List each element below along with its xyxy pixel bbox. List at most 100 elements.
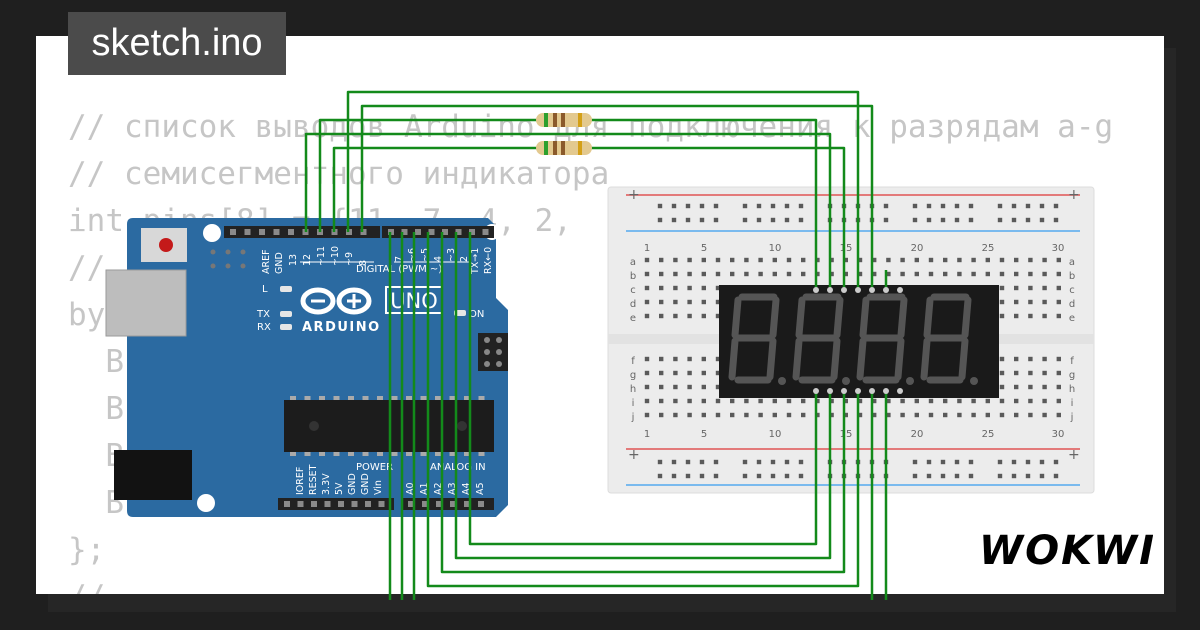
- wire: [318, 118, 540, 232]
- segment: [830, 337, 841, 381]
- segment: [923, 296, 934, 339]
- power-pin-label: GND: [360, 473, 371, 495]
- column-number: 1: [644, 429, 650, 440]
- row-letter: j: [631, 412, 635, 423]
- power-pin-label: 5V: [334, 482, 345, 495]
- led-l-label: L: [262, 284, 268, 295]
- row-letter: c: [630, 285, 636, 296]
- digital-label: DIGITAL (PWM ~): [356, 264, 442, 275]
- sketch-title[interactable]: sketch.ino: [68, 12, 286, 75]
- row-letter: e: [630, 313, 636, 324]
- segment: [894, 337, 905, 381]
- column-number: 20: [911, 429, 924, 440]
- column-number: 5: [701, 243, 707, 254]
- analog-pin-label: A3: [447, 482, 458, 495]
- row-letter: g: [630, 370, 636, 381]
- wires: [304, 90, 888, 600]
- row-letter: f: [1070, 356, 1074, 367]
- wokwi-logo-text: WOKWI: [979, 528, 1153, 574]
- display-digits: [728, 293, 978, 385]
- analog-pin-label: A5: [475, 482, 486, 495]
- segment: [958, 337, 969, 381]
- usb-port: [105, 269, 187, 337]
- wire: [588, 118, 818, 292]
- analog-label: ANALOG IN: [430, 462, 486, 473]
- row-letter: h: [1069, 384, 1075, 395]
- segment: [961, 296, 972, 339]
- power-label: POWER: [356, 462, 393, 473]
- led-rx: [280, 324, 292, 330]
- column-number: 5: [701, 429, 707, 440]
- analog-pin-label: A1: [419, 482, 430, 495]
- pin-label: 8: [358, 260, 369, 266]
- column-number: 25: [982, 429, 995, 440]
- row-letter: j: [1070, 412, 1074, 423]
- wire: [332, 146, 540, 232]
- segment: [766, 337, 777, 381]
- row-letter: g: [1069, 370, 1075, 381]
- decimal-point: [842, 377, 850, 385]
- row-letter: b: [630, 271, 636, 282]
- code-line: // семисегментного индикатора: [68, 156, 610, 192]
- wokwi-logo[interactable]: WOKWI: [975, 520, 1154, 580]
- analog-pin-label: A4: [461, 482, 472, 495]
- pin-label: 12: [302, 254, 313, 266]
- decimal-point: [970, 377, 978, 385]
- column-number: 20: [911, 243, 924, 254]
- segment: [728, 337, 739, 381]
- power-jack: [114, 450, 192, 500]
- power-pin-label: IOREF: [295, 467, 306, 495]
- row-letter: d: [630, 299, 636, 310]
- row-letter: b: [1069, 271, 1075, 282]
- column-number: 10: [769, 243, 782, 254]
- reset-button-cap[interactable]: [159, 238, 173, 252]
- row-letter: e: [1069, 313, 1075, 324]
- power-pin-label: 3.3V: [321, 473, 332, 495]
- code-line: };: [68, 532, 106, 568]
- led-on-label: ON: [469, 309, 484, 320]
- row-letter: i: [1071, 398, 1074, 409]
- column-number: 10: [769, 429, 782, 440]
- pin-label: ~9: [344, 252, 355, 266]
- power-pin-label: GND: [347, 473, 358, 495]
- icsp-header: [210, 249, 246, 269]
- wire: [588, 146, 846, 292]
- arduino-uno-board[interactable]: AREF GND 13 12 ~11 ~10 ~9 8 7 ~6 ~5 4 ~3…: [105, 218, 508, 517]
- power-pin-label: Vin: [373, 480, 384, 495]
- pin-label: 13: [288, 254, 299, 266]
- row-letter: f: [631, 356, 635, 367]
- segment: [731, 296, 742, 339]
- segment: [795, 296, 806, 339]
- arduino-logo: [300, 287, 372, 315]
- pin-label: RX←0: [483, 247, 494, 274]
- led-rx-label: RX: [257, 322, 271, 333]
- header-right: [382, 226, 494, 238]
- pin-label: AREF: [261, 249, 272, 274]
- row-letter: a: [1069, 257, 1075, 268]
- analog-pin-label: A2: [433, 482, 444, 495]
- row-letter: i: [632, 398, 635, 409]
- seven-segment-display[interactable]: [719, 285, 999, 398]
- pin-label: ~6: [407, 248, 418, 262]
- pin-label: ~3: [446, 248, 457, 262]
- led-l: [280, 286, 292, 292]
- wire: [440, 232, 846, 574]
- resistor[interactable]: [536, 113, 592, 127]
- column-number: 30: [1052, 429, 1065, 440]
- wire: [454, 232, 832, 560]
- column-number: 25: [982, 243, 995, 254]
- resistor[interactable]: [536, 141, 592, 155]
- segment: [792, 337, 803, 381]
- rail-plus-label: +: [628, 187, 640, 203]
- display-pins: [813, 287, 903, 394]
- arduino-brand: ARDUINO: [302, 320, 381, 335]
- wire: [426, 232, 860, 588]
- decimal-point: [778, 377, 786, 385]
- power-pin-label: RESET: [308, 464, 319, 495]
- pin-label: 7: [394, 256, 405, 262]
- segment: [769, 296, 780, 339]
- wokwi-logo-mark: WOKWI: [979, 528, 1154, 574]
- power-header: [278, 498, 394, 510]
- analog-pin-label: A0: [405, 482, 416, 495]
